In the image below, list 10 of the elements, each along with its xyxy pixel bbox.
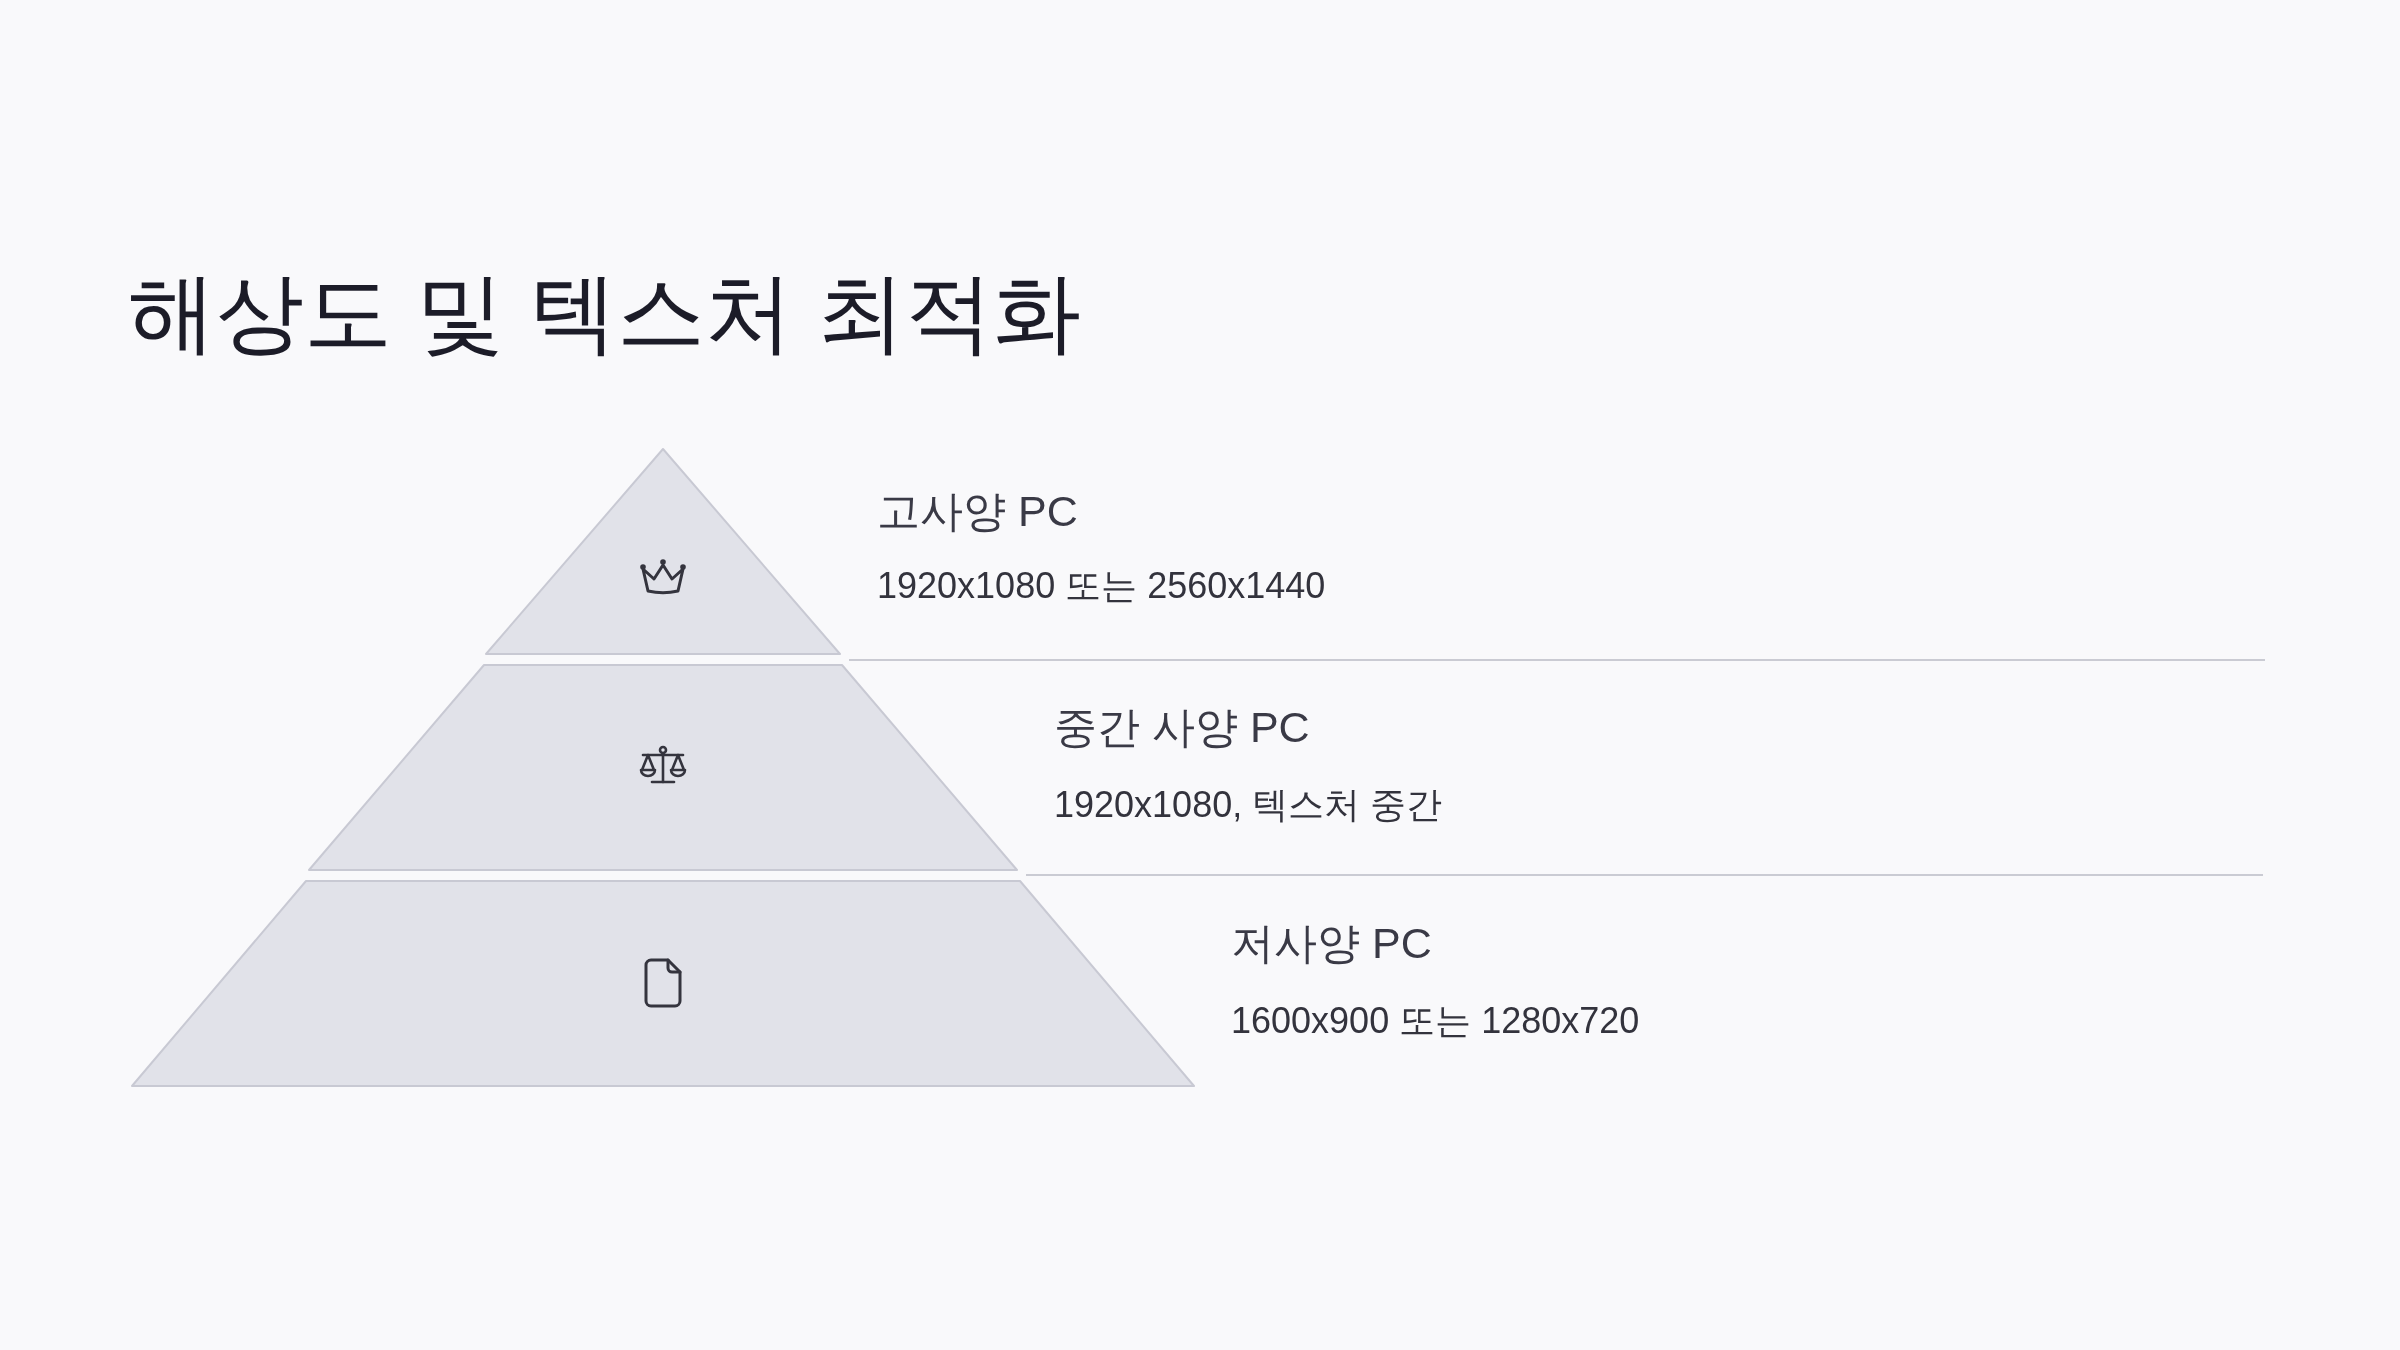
tier-description: 1920x1080, 텍스처 중간 bbox=[1054, 783, 1443, 827]
tier-heading: 중간 사양 PC bbox=[1054, 702, 1310, 753]
tier-description: 1920x1080 또는 2560x1440 bbox=[877, 564, 1326, 608]
tier-description: 1600x900 또는 1280x720 bbox=[1231, 999, 1640, 1043]
page-title: 해상도 및 텍스처 최적화 bbox=[128, 262, 1082, 364]
tier-heading: 고사양 PC bbox=[877, 486, 1078, 537]
tier-heading: 저사양 PC bbox=[1231, 918, 1432, 969]
pyramid-tier bbox=[131, 880, 1195, 1087]
pyramid-tier bbox=[485, 448, 841, 655]
pyramid-tier bbox=[308, 664, 1018, 871]
